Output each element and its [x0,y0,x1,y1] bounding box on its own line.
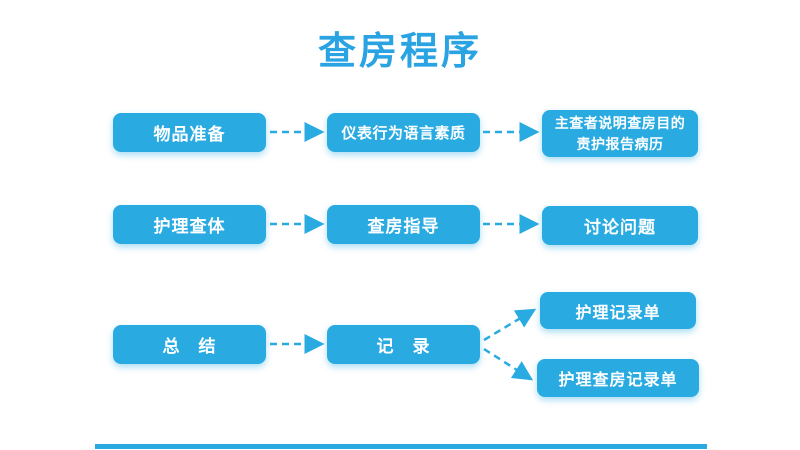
flow-node-label: 记 录 [376,337,431,356]
flow-node-rounds-guidance: 查房指导 [327,205,480,244]
footer-accent-bar [95,444,707,449]
flow-node-nursing-examination: 护理查体 [113,205,266,244]
flow-node-chief-explains: 主查者说明查房目的 责护报告病历 [542,110,698,157]
flow-node-summary: 总 结 [113,325,266,364]
flow-node-label-line1: 主查者说明查房目的 [554,115,686,132]
flow-node-label: 讨论问题 [584,218,656,237]
flow-node-label: 总 结 [162,337,217,356]
arrow-branch-bottom [483,347,534,381]
flow-node-label-line2: 责护报告病历 [576,135,664,152]
flow-node-label: 查房指导 [367,217,440,236]
flow-node-nursing-record-sheet: 护理记录单 [540,292,696,329]
flow-node-appearance-behavior: 仪表行为语言素质 [327,113,480,152]
flow-node-label: 主查者说明查房目的 责护报告病历 [555,113,686,154]
arrow-branch-top [483,308,537,342]
flow-node-label: 护理查房记录单 [558,372,678,389]
flow-node-nursing-rounds-record-sheet: 护理查房记录单 [537,359,699,397]
flow-node-label: 护理记录单 [575,304,661,322]
flow-node-discuss-issues: 讨论问题 [542,206,698,245]
flow-node-items-preparation: 物品准备 [113,113,266,152]
flow-node-record: 记 录 [327,325,480,364]
flow-node-label: 护理查体 [153,217,226,236]
flow-node-label: 物品准备 [153,125,226,144]
page-title: 查房程序 [317,31,482,73]
flow-node-label: 仪表行为语言素质 [341,125,466,142]
